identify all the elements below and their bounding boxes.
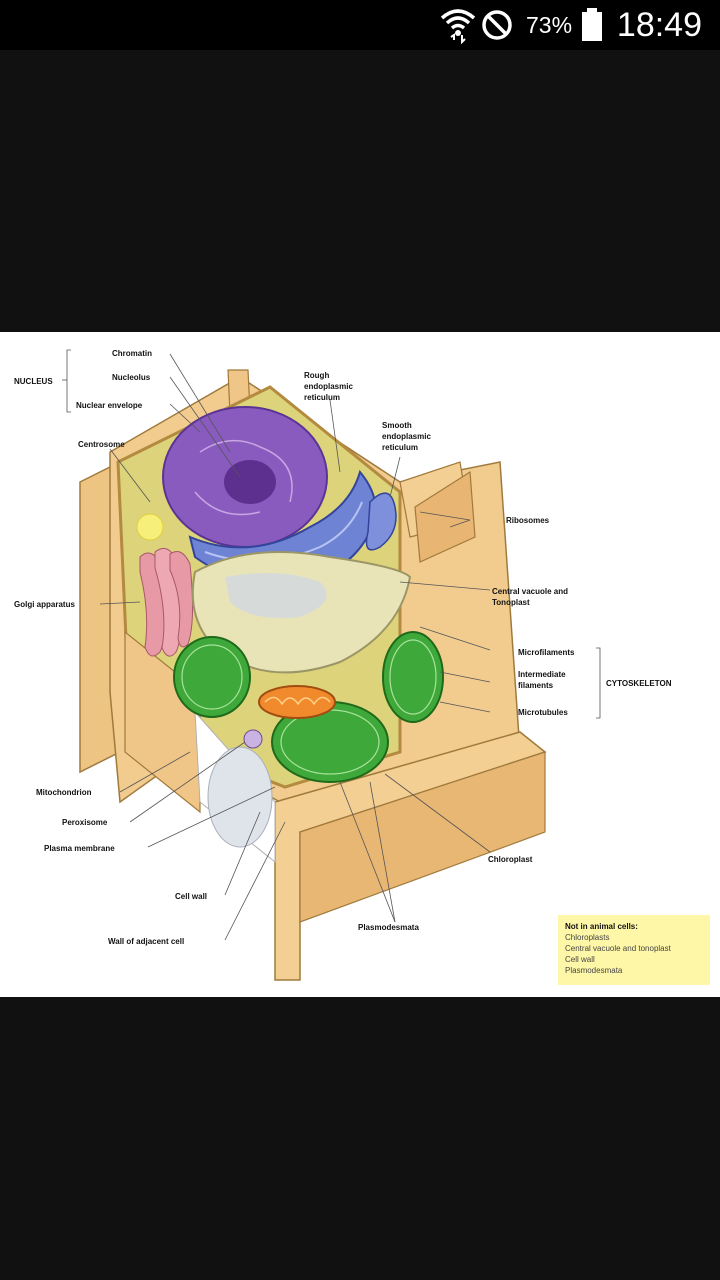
label-wall-adjacent: Wall of adjacent cell [108,937,184,946]
label-microfilaments: Microfilaments [518,648,575,657]
legend-item: Central vacuole and tonoplast [565,944,672,953]
chloroplast-left [173,636,251,718]
label-mitochondrion: Mitochondrion [36,788,92,797]
label-intermediate-2: filaments [518,681,554,690]
legend-title: Not in animal cells: [565,922,638,931]
label-cytoskeleton: CYTOSKELETON [606,679,672,688]
label-smooth-er-1: Smooth [382,421,412,430]
label-rough-er-1: Rough [304,371,329,380]
nucleus [162,406,328,548]
not-in-animal-cells-legend: Not in animal cells: Chloroplasts Centra… [558,915,710,985]
label-plasma-membrane: Plasma membrane [44,844,115,853]
status-bar: 73% 18:49 [0,0,720,50]
label-ribosomes: Ribosomes [506,516,550,525]
smooth-er [365,492,397,551]
battery-percent: 73% [526,12,573,38]
legend-item: Plasmodesmata [565,966,623,975]
label-chloroplast: Chloroplast [488,855,533,864]
battery-icon [582,8,602,41]
do-not-disturb-icon [482,10,512,40]
wifi-icon [440,9,476,44]
label-nucleolus: Nucleolus [112,373,151,382]
label-central-vacuole-1: Central vacuole and [492,587,568,596]
golgi-apparatus [139,547,194,657]
label-nucleus: NUCLEUS [14,377,53,386]
clock-time: 18:49 [616,6,702,44]
centrosome [136,513,164,541]
label-central-vacuole-2: Tonoplast [492,598,530,607]
label-chromatin: Chromatin [112,349,152,358]
plant-cell-diagram[interactable]: NUCLEUS Chromatin Nucleolus Nuclear enve… [0,332,720,997]
label-nuclear-envelope: Nuclear envelope [76,401,143,410]
legend-item: Chloroplasts [565,933,609,942]
label-peroxisome: Peroxisome [62,818,108,827]
chloroplast-right [382,631,444,723]
label-plasmodesmata: Plasmodesmata [358,923,419,932]
label-microtubules: Microtubules [518,708,568,717]
label-intermediate-1: Intermediate [518,670,566,679]
label-centrosome: Centrosome [78,440,125,449]
central-vacuole [191,551,412,674]
plant-cell-illustration: NUCLEUS Chromatin Nucleolus Nuclear enve… [14,349,710,985]
label-rough-er-2: endoplasmic [304,382,353,391]
label-smooth-er-3: reticulum [382,443,418,452]
label-cell-wall: Cell wall [175,892,207,901]
label-smooth-er-2: endoplasmic [382,432,431,441]
mitochondrion [258,685,336,719]
diagram-labels: NUCLEUS Chromatin Nucleolus Nuclear enve… [14,349,672,946]
label-golgi: Golgi apparatus [14,600,75,609]
leader-lines [62,349,601,941]
peroxisome [243,729,263,749]
label-rough-er-3: reticulum [304,393,340,402]
legend-item: Cell wall [565,955,595,964]
